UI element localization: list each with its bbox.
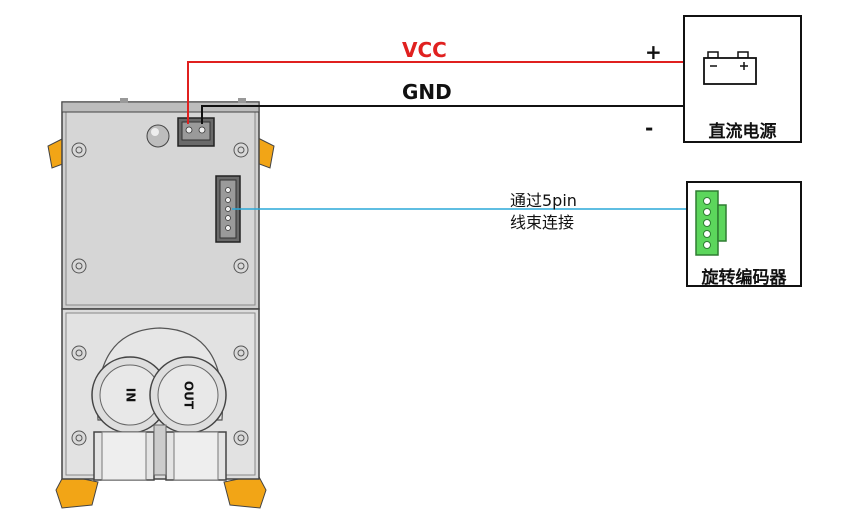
- dc-power-supply-box: 直流电源: [683, 15, 802, 143]
- vcc-label: VCC: [402, 38, 447, 62]
- indicator-knob: [146, 124, 170, 148]
- gnd-wire: [201, 105, 683, 124]
- screw-holes-upper: [71, 142, 249, 274]
- vcc-wire: [187, 61, 683, 124]
- positive-terminal-label: +: [645, 40, 662, 64]
- 5pin-connector-icon: [695, 190, 727, 256]
- power-supply-label: 直流电源: [708, 122, 777, 142]
- negative-terminal-label: -: [645, 116, 654, 140]
- screw-holes-lower: [71, 345, 249, 446]
- corner-tab-bottom-right: [223, 474, 267, 509]
- signal-note-line1: 通过5pin: [510, 191, 577, 210]
- inlet-label: IN: [124, 388, 138, 403]
- rotary-encoder-label: 旋转编码器: [701, 268, 787, 288]
- gnd-label: GND: [402, 80, 452, 104]
- pump-driver-device: [47, 98, 275, 509]
- rotary-encoder-box: 旋转编码器: [686, 181, 802, 288]
- corner-tab-bottom-left: [55, 474, 99, 509]
- signal-wire-note: 通过5pin 线束连接: [510, 190, 577, 234]
- signal-note-line2: 线束连接: [510, 213, 575, 232]
- battery-icon: [703, 51, 757, 85]
- outlet-label: OUT: [182, 381, 196, 410]
